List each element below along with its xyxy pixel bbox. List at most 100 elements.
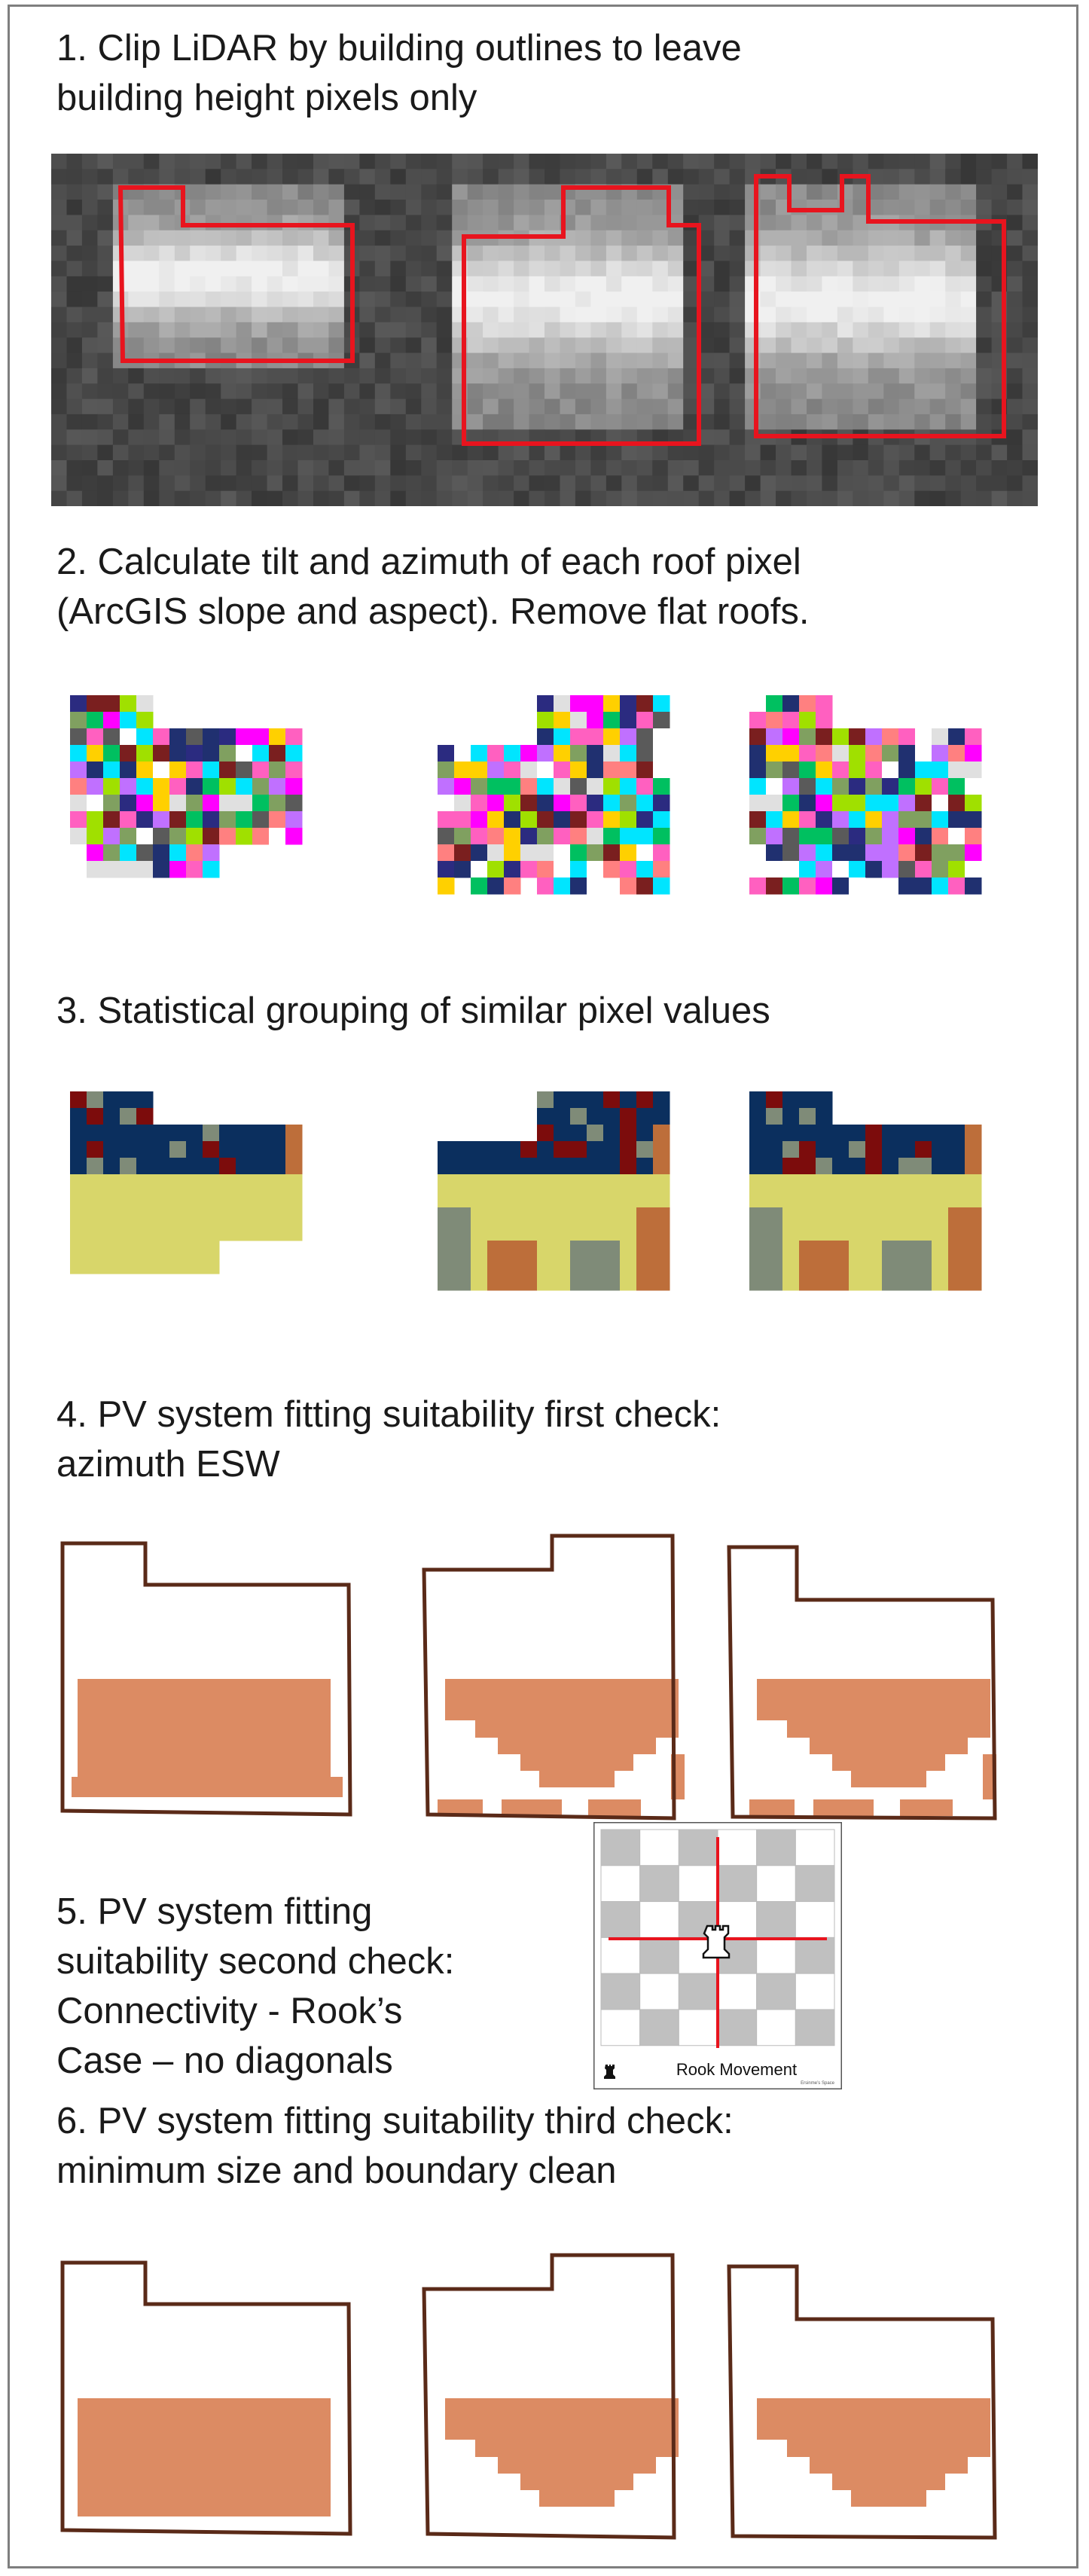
lidar-pixel bbox=[483, 169, 499, 185]
lidar-pixel bbox=[776, 444, 792, 461]
roof-pixel bbox=[169, 762, 187, 779]
roof-pixel bbox=[636, 745, 654, 762]
cluster-pixel bbox=[554, 1274, 571, 1291]
lidar-pixel bbox=[159, 337, 175, 354]
lidar-pixel bbox=[97, 398, 114, 415]
cluster-pixel bbox=[782, 1141, 800, 1158]
cluster-pixel bbox=[252, 1174, 270, 1192]
lidar-pixel bbox=[560, 246, 576, 261]
lidar-pixel bbox=[51, 460, 68, 476]
roof-pixel bbox=[236, 745, 253, 762]
roof-pixel bbox=[915, 861, 932, 878]
roof-pixel bbox=[471, 877, 488, 895]
lidar-pixel bbox=[282, 383, 299, 400]
lidar-pixel bbox=[143, 490, 160, 506]
cluster-pixel bbox=[749, 1241, 767, 1258]
lidar-pixel bbox=[421, 383, 438, 400]
cluster-pixel bbox=[915, 1241, 932, 1258]
cluster-pixel bbox=[653, 1274, 670, 1291]
cluster-pixel bbox=[236, 1224, 253, 1241]
lidar-pixel bbox=[205, 460, 221, 476]
roof-pixel bbox=[153, 861, 170, 878]
lidar-pixel bbox=[328, 200, 345, 215]
roof-pixel bbox=[749, 861, 767, 878]
lidar-pixel bbox=[667, 169, 684, 185]
lidar-pixel bbox=[914, 444, 931, 461]
lidar-pixel bbox=[560, 444, 576, 461]
pv-suitable-band bbox=[445, 1679, 679, 1720]
lidar-pixel bbox=[745, 475, 761, 492]
lidar-pixel bbox=[575, 246, 591, 261]
lidar-pixel bbox=[282, 444, 299, 461]
lidar-pixel bbox=[807, 398, 823, 415]
cluster-pixel bbox=[169, 1158, 187, 1175]
roof-pixel bbox=[454, 861, 471, 878]
cluster-pixel bbox=[487, 1174, 505, 1192]
lidar-pixel bbox=[359, 261, 376, 277]
cluster-pixel bbox=[882, 1274, 899, 1291]
roof-pixel bbox=[832, 811, 850, 829]
lidar-pixel bbox=[883, 307, 900, 323]
roof-pixel bbox=[636, 778, 654, 795]
cluster-pixel bbox=[537, 1241, 554, 1258]
lidar-pixel bbox=[714, 184, 731, 200]
lidar-pixel bbox=[159, 398, 175, 415]
cluster-pixel bbox=[620, 1174, 637, 1192]
lidar-pixel bbox=[1007, 154, 1023, 169]
roof-pixel bbox=[153, 745, 170, 762]
lidar-pixel bbox=[190, 200, 206, 215]
cluster-pixel bbox=[252, 1207, 270, 1225]
cluster-pixel bbox=[87, 1091, 104, 1109]
cluster-pixel bbox=[120, 1091, 137, 1109]
lidar-pixel bbox=[467, 398, 483, 415]
roof-pixel bbox=[554, 795, 571, 812]
lidar-pixel bbox=[667, 383, 684, 400]
roof-pixel bbox=[136, 844, 154, 862]
lidar-pixel bbox=[282, 368, 299, 384]
lidar-pixel bbox=[359, 200, 376, 215]
cluster-pixel bbox=[849, 1207, 866, 1225]
lidar-pixel bbox=[66, 322, 83, 338]
lidar-pixel bbox=[853, 230, 869, 246]
lidar-pixel bbox=[190, 230, 206, 246]
lidar-pixel bbox=[498, 460, 514, 476]
lidar-pixel bbox=[97, 261, 114, 277]
lidar-pixel bbox=[760, 154, 776, 169]
lidar-pixel bbox=[313, 184, 330, 200]
lidar-pixel bbox=[328, 337, 345, 354]
lidar-pixel bbox=[252, 322, 268, 338]
roof-pixel bbox=[965, 728, 982, 746]
cluster-pixel bbox=[186, 1158, 203, 1175]
lidar-pixel bbox=[297, 154, 314, 169]
lidar-pixel bbox=[483, 291, 499, 307]
cluster-pixel bbox=[537, 1207, 554, 1225]
cluster-pixel bbox=[832, 1207, 850, 1225]
roof-pixel bbox=[487, 828, 505, 845]
lidar-pixel bbox=[359, 215, 376, 231]
lidar-pixel bbox=[51, 200, 68, 215]
lidar-pixel bbox=[174, 307, 191, 323]
lidar-pixel bbox=[221, 307, 237, 323]
lidar-pixel bbox=[636, 230, 653, 246]
roof-pixel bbox=[554, 877, 571, 895]
roof-pixel bbox=[865, 844, 883, 862]
cluster-pixel bbox=[537, 1224, 554, 1241]
lidar-pixel bbox=[652, 383, 669, 400]
lidar-pixel bbox=[807, 184, 823, 200]
cluster-pixel bbox=[554, 1091, 571, 1109]
cluster-pixel bbox=[438, 1141, 455, 1158]
cluster-pixel bbox=[186, 1241, 203, 1258]
roof-pixel bbox=[865, 778, 883, 795]
roof-pixel bbox=[70, 778, 87, 795]
lidar-pixel bbox=[205, 230, 221, 246]
lidar-pixel bbox=[822, 154, 838, 169]
lidar-pixel bbox=[590, 169, 607, 185]
roof-pixel bbox=[882, 844, 899, 862]
lidar-pixel bbox=[66, 307, 83, 323]
lidar-pixel bbox=[174, 414, 191, 430]
lidar-pixel bbox=[436, 444, 453, 461]
lidar-pixel bbox=[929, 322, 946, 338]
lidar-pixel bbox=[514, 383, 530, 400]
lidar-pixel bbox=[405, 276, 422, 292]
cluster-pixel bbox=[153, 1141, 170, 1158]
